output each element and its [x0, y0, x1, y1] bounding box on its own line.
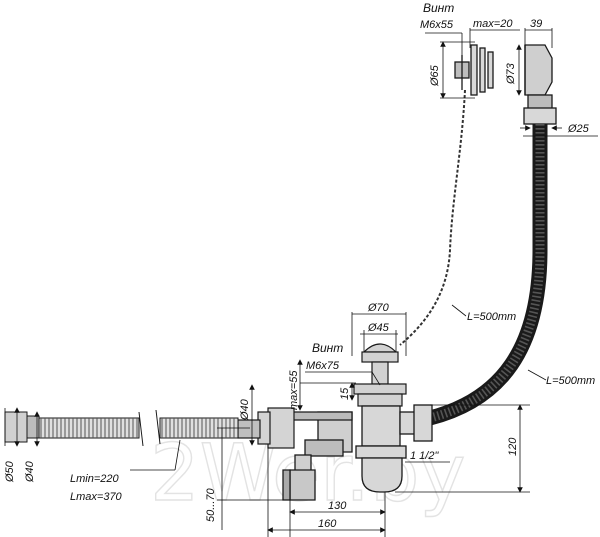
pipe-break-mark	[138, 409, 161, 447]
hose-length: L=500mm	[546, 375, 595, 387]
top-max-20: max=20	[473, 18, 513, 30]
width-160: 160	[318, 518, 337, 530]
chain-length: L=500mm	[467, 311, 516, 323]
height-120: 120	[507, 437, 519, 456]
range-50-70: 50...70	[205, 487, 217, 522]
width-130: 130	[328, 500, 347, 512]
pipe-dia-40-right: Ø40	[239, 398, 251, 421]
top-dia-73: Ø73	[505, 62, 517, 85]
thread-size: 1 1/2"	[410, 450, 439, 462]
top-dia-65: Ø65	[429, 64, 441, 87]
plug-screw-size: M6x75	[306, 360, 340, 372]
top-screw-size: M6x55	[420, 19, 454, 31]
chain	[399, 89, 466, 346]
top-screw-label: Винт	[423, 1, 454, 15]
plug-screw-label: Винт	[312, 341, 343, 355]
pipe-lmax: Lmax=370	[70, 491, 123, 503]
pipe-dia-40-left: Ø40	[24, 460, 36, 483]
plug-dia-45: Ø45	[367, 322, 390, 334]
top-width-39: 39	[530, 18, 542, 30]
top-dia-25: Ø25	[567, 123, 590, 135]
overflow-fitting	[454, 44, 557, 125]
plug-dia-70: Ø70	[367, 302, 390, 314]
pipe-dia-50: Ø50	[4, 460, 16, 483]
plug-dim-15: 15	[339, 387, 351, 400]
siphon-body	[282, 404, 433, 501]
pipe-lmin: Lmin=220	[70, 473, 120, 485]
drain-plug	[353, 343, 407, 407]
plug-max-55: max=55	[288, 370, 300, 410]
